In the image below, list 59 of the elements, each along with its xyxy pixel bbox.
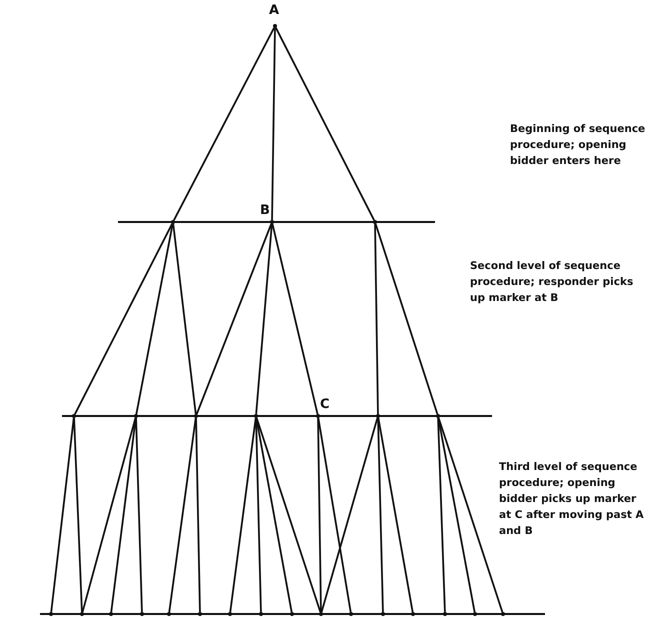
junction-dot [109,612,113,616]
junction-dot [171,220,175,224]
point-letter: A [269,4,280,18]
junction-dot [49,612,53,616]
connector-line [229,418,257,612]
connector-line [168,418,197,612]
connector-line [275,27,375,221]
connector-line [374,224,438,414]
level-note: Third level of sequence procedure; opening bidder picks up marker at C after moving past A and B [499,460,645,539]
connector-line [135,418,143,612]
junction-dot [443,612,447,616]
connector-line [82,418,136,612]
level-note: Beginning of sequence procedure; opening bidder enters here [510,122,646,169]
connector-line [374,224,379,414]
junction-dot [349,612,353,616]
point-letter: C [320,398,330,412]
junction-dot [134,414,138,418]
connector-line [195,418,201,612]
junction-dot [80,612,84,616]
junction-dot [473,612,477,616]
junction-dot [501,612,505,616]
junction-dot [436,414,440,418]
connector-line [317,418,352,612]
connector-line [172,224,197,414]
junction-dot [290,612,294,616]
junction-dot [411,612,415,616]
connector-line [271,28,276,220]
level-note: Second level of sequence procedure; responder picks up marker at B [470,259,634,306]
connector-line [110,418,137,612]
junction-dot [140,612,144,616]
connector-line [437,418,446,612]
junction-dot [198,612,202,616]
junction-dot [72,414,76,418]
connector-line [73,418,83,612]
connector-line [173,27,275,221]
connector-line [50,418,75,612]
connector-line [437,418,476,612]
junction-dot [319,612,323,616]
connector-line [255,418,293,612]
connector-line [74,223,173,415]
junction-dot [373,220,377,224]
point-letter: B [260,204,270,218]
junction-dot [376,414,380,418]
connector-line [377,418,384,612]
connector-line [255,224,273,414]
connector-line [256,418,322,612]
junction-dot [381,612,385,616]
junction-dot [259,612,263,616]
connector-line [377,418,414,612]
connector-line [438,418,504,612]
junction-dot [254,414,258,418]
connector-line [272,224,318,414]
connector-line [320,418,378,612]
junction-dot [194,414,198,418]
connector-line [196,224,272,414]
connector-line [317,418,322,612]
junction-dot [228,612,232,616]
junction-dot [167,612,171,616]
connector-line [136,224,174,414]
